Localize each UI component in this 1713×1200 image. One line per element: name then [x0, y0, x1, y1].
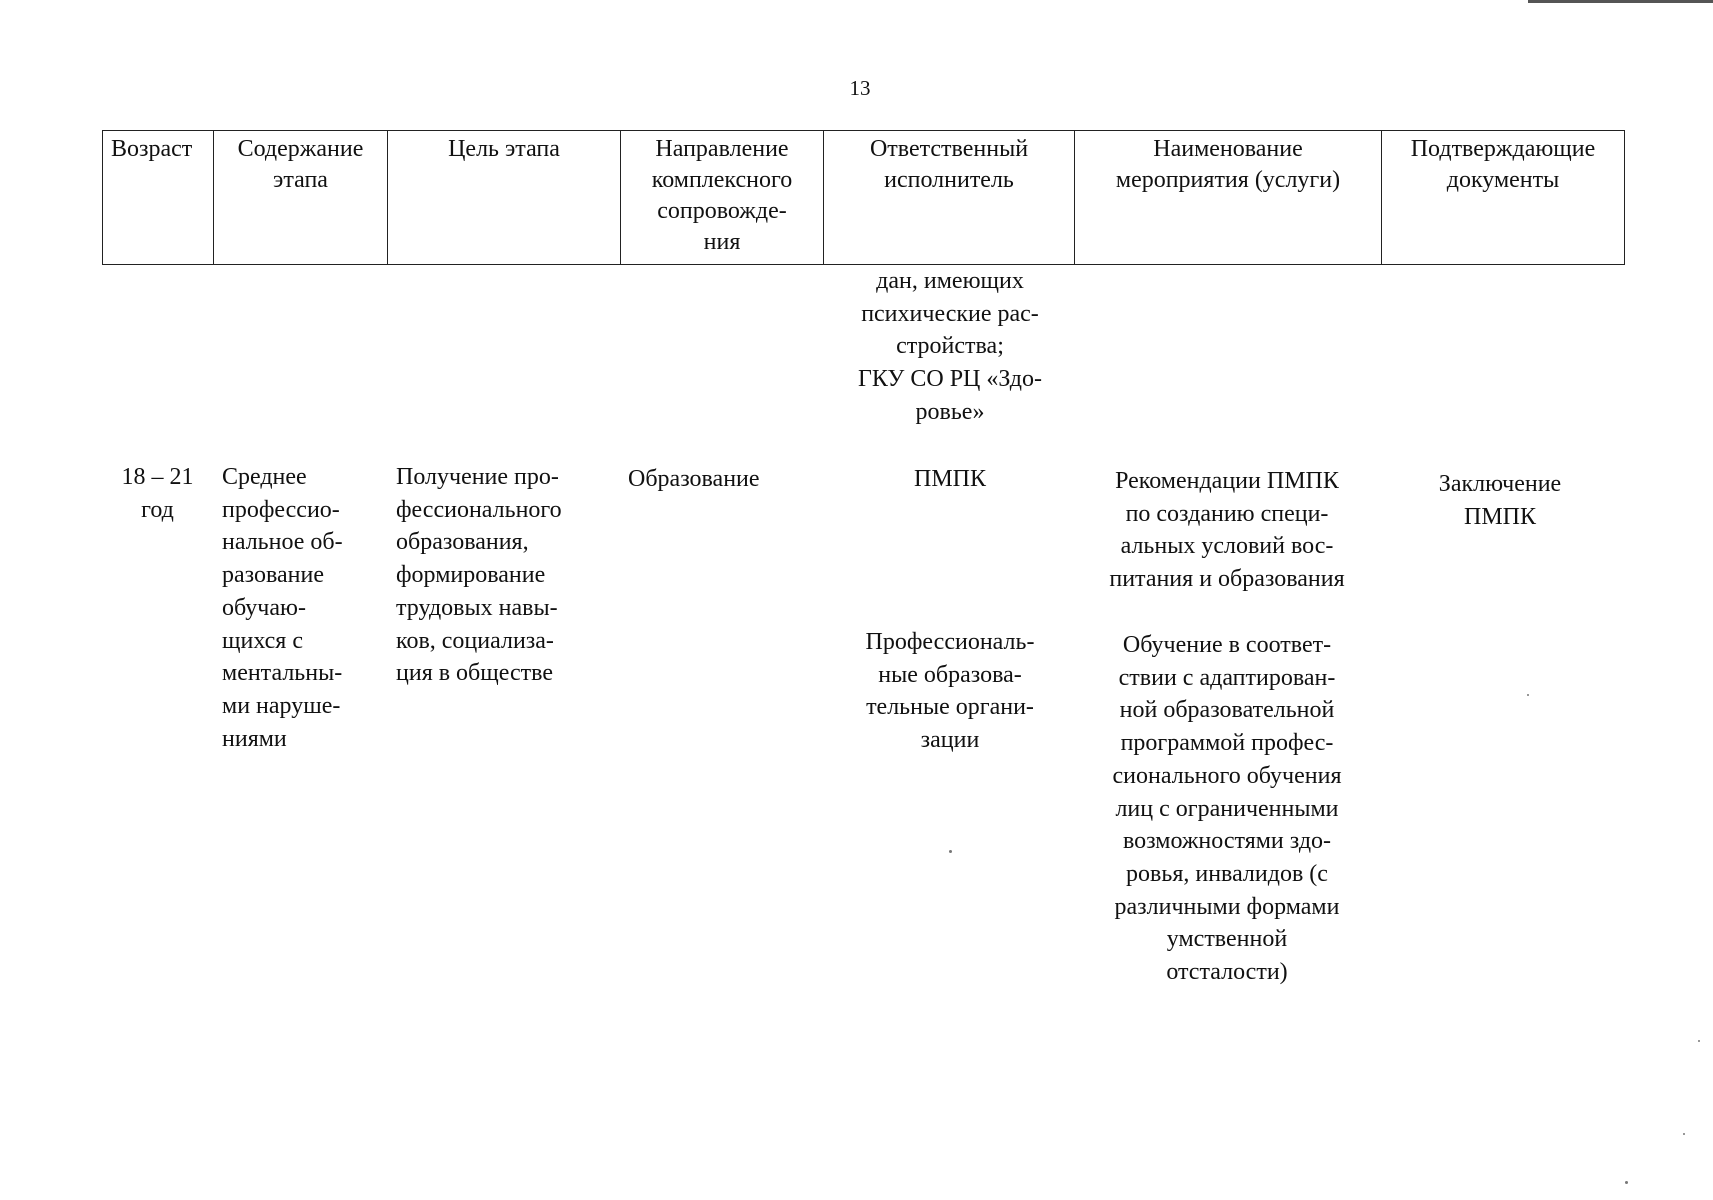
- row-age: 18 – 21 год: [121, 464, 194, 523]
- row-measure-recommendations: Рекомендации ПМПК по созданию специ- аль…: [1109, 468, 1345, 593]
- header-stage-content: Содержание этапа: [213, 130, 388, 265]
- header-support-direction: Направление комплексного сопровожде- ния: [620, 130, 824, 265]
- scan-speck: [1625, 1181, 1628, 1184]
- header-stage-goal: Цель этапа: [387, 130, 621, 265]
- row-responsible-prof-orgs: Профессиональ- ные образова- тельные орг…: [865, 629, 1035, 754]
- scan-speck: [1698, 1040, 1700, 1042]
- row-support-direction: Образование: [628, 466, 760, 492]
- header-age: Возраст: [102, 130, 214, 265]
- row-responsible-pmpk: ПМПК: [913, 466, 986, 492]
- row-measure-training: Обучение в соответ- ствии с адаптирован-…: [1112, 632, 1342, 986]
- continuation-responsible: дан, имеющих психические рас- стройства;…: [857, 268, 1043, 425]
- scan-speck: [949, 850, 952, 853]
- page-number: 13: [849, 76, 871, 100]
- row-stage-goal: Получение про- фессионального образовани…: [396, 464, 562, 687]
- header-confirming-documents: Подтверждающие документы: [1381, 130, 1625, 265]
- row-stage-content: Среднее профессио- нальное об- разование…: [222, 464, 343, 752]
- scan-speck: [1683, 1133, 1685, 1135]
- table-header: Возраст Содержание этапа Цель этапа Напр…: [102, 130, 1625, 265]
- row-confirming-documents: Заключение ПМПК: [1438, 471, 1562, 530]
- scan-speck: [1527, 694, 1529, 696]
- header-measure-name: Наименование мероприятия (услуги): [1074, 130, 1382, 265]
- scan-edge-mark: [1528, 0, 1713, 3]
- header-responsible: Ответственный исполнитель: [823, 130, 1075, 265]
